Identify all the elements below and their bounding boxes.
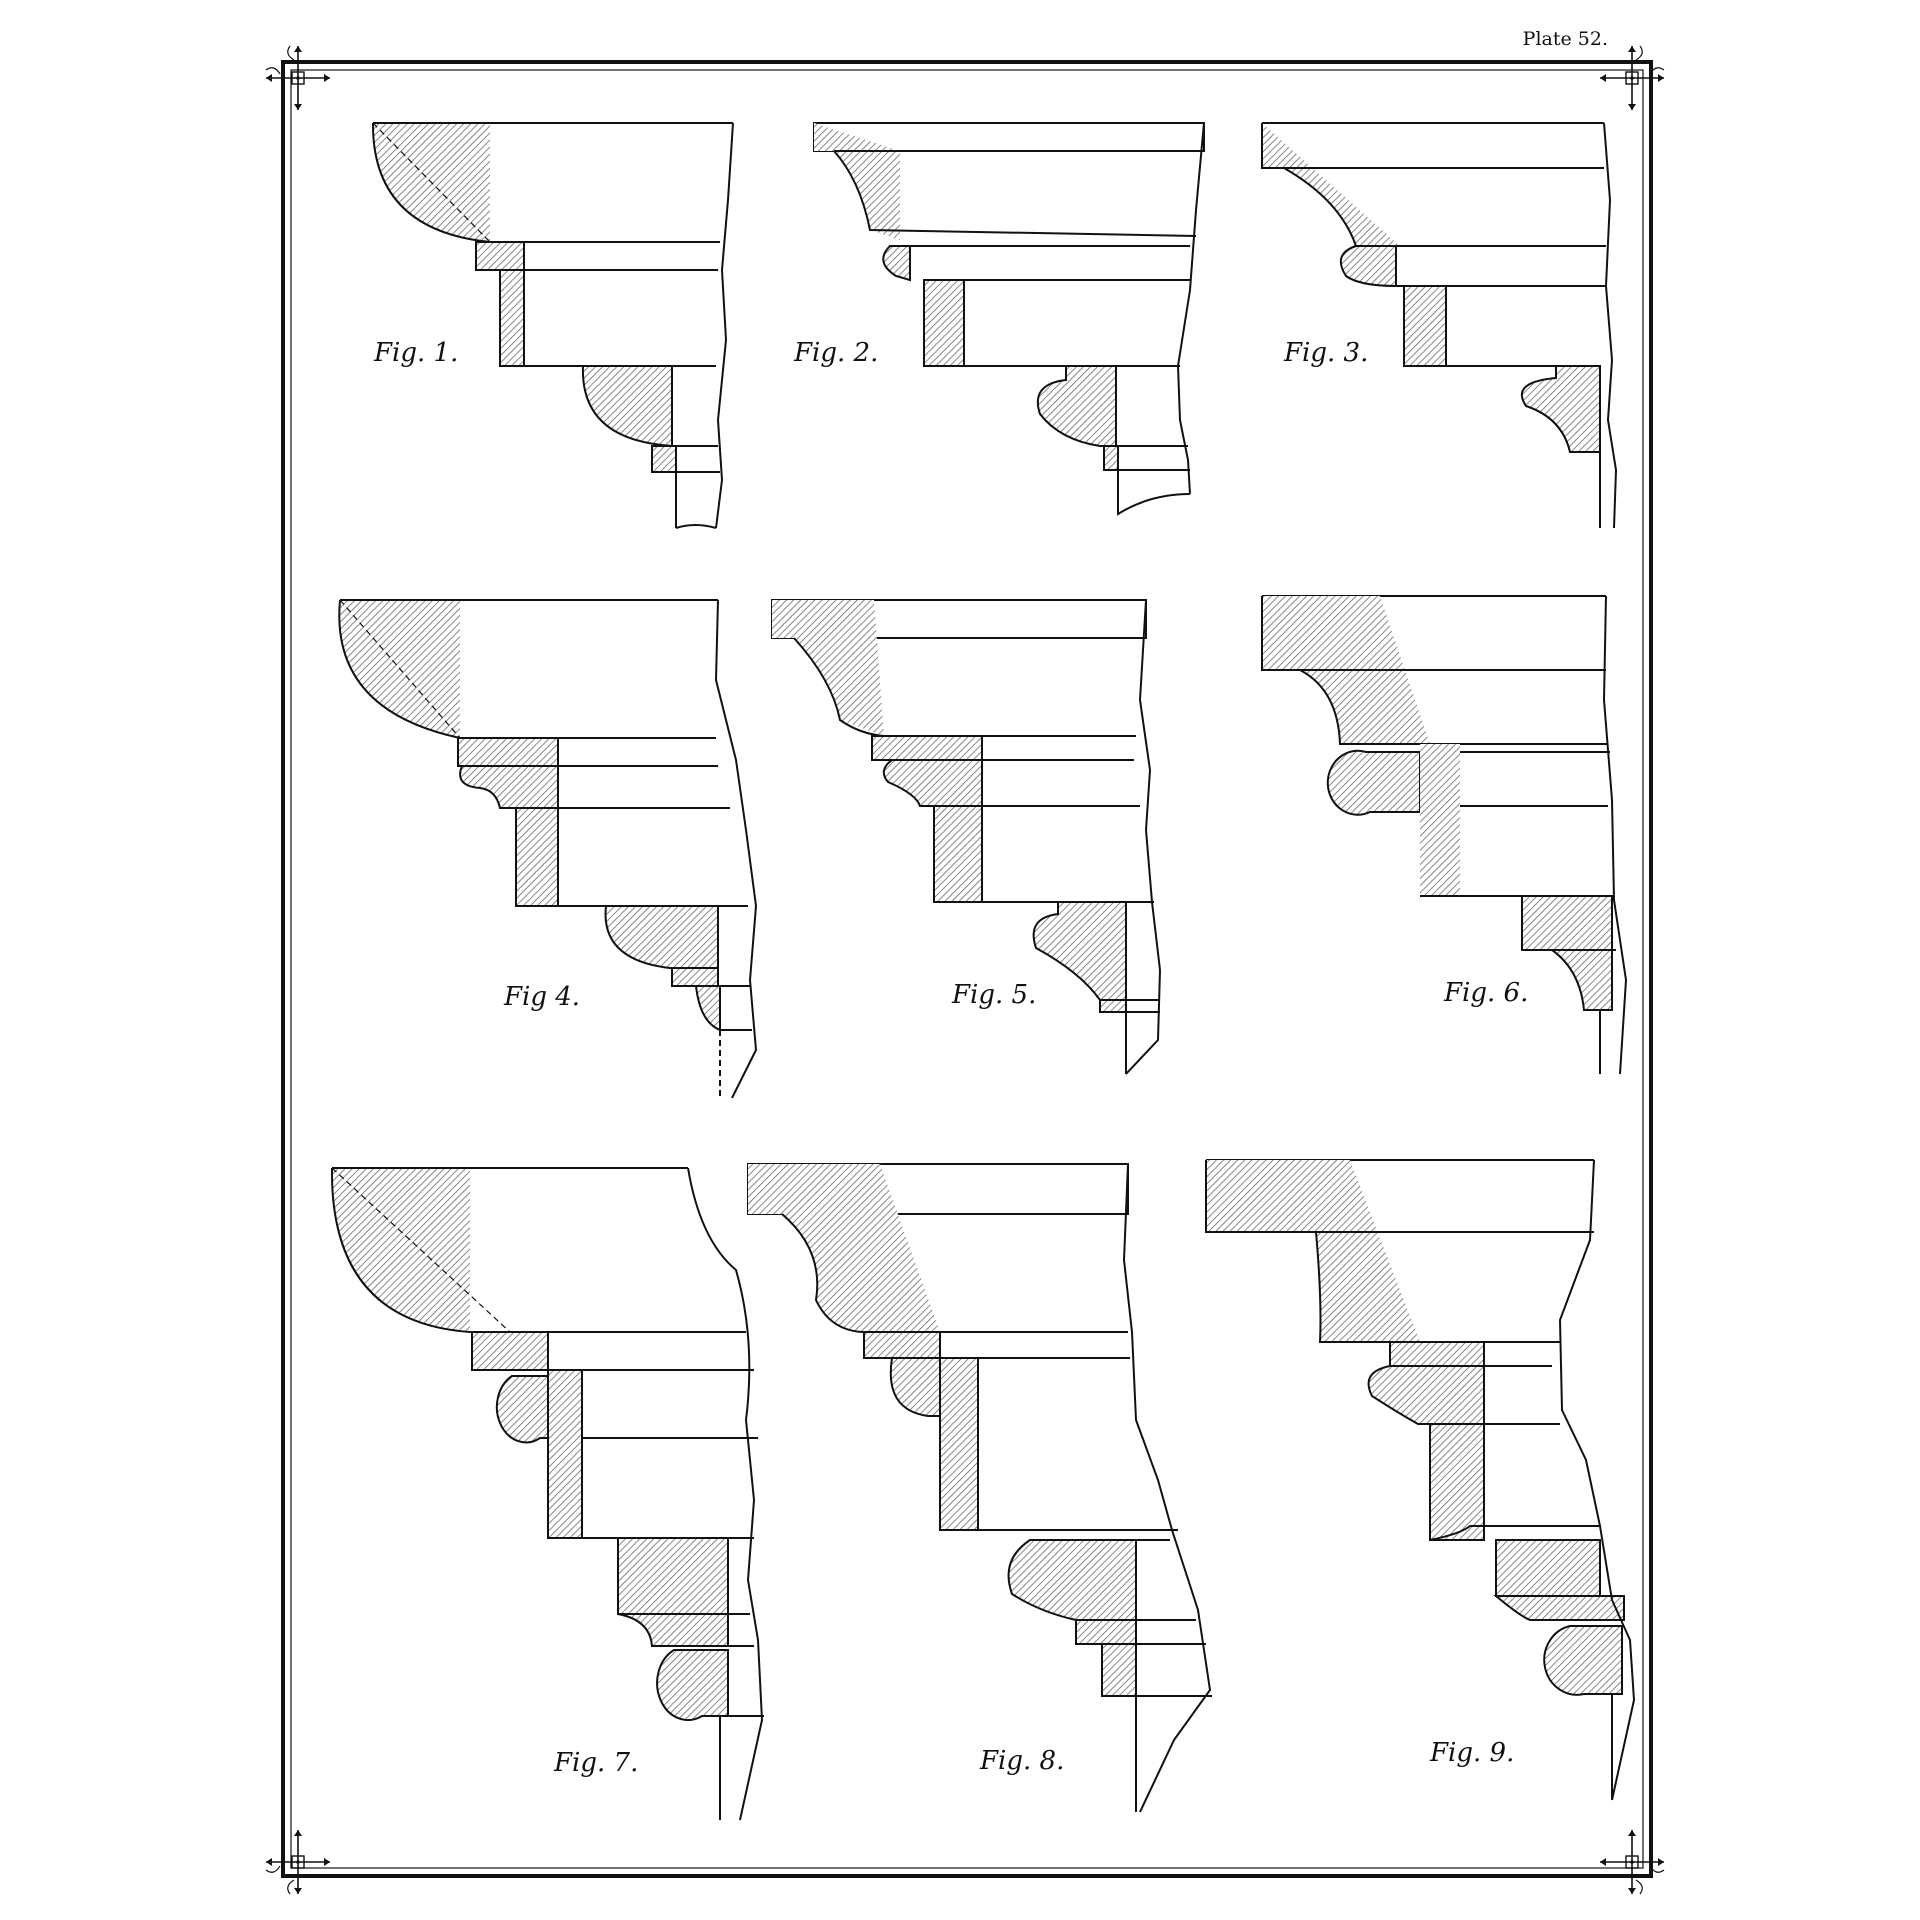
plate-frame	[281, 60, 1653, 1878]
figure-label-3: Fig. 3.	[1284, 338, 1369, 368]
fleur-corner-icon	[1599, 45, 1665, 111]
figure-6-drawing	[1261, 595, 1628, 1075]
figure-2-drawing	[813, 122, 1205, 516]
figure-label-6: Fig. 6.	[1444, 978, 1529, 1008]
figure-8-drawing	[747, 1163, 1212, 1813]
figure-1-drawing	[371, 122, 734, 529]
fleur-corner-icon	[265, 1829, 331, 1895]
figure-4-drawing	[338, 599, 758, 1099]
figure-5-drawing	[771, 599, 1162, 1075]
fleur-corner-icon	[265, 45, 331, 111]
figure-9-drawing	[1205, 1159, 1636, 1801]
figure-3-drawing	[1261, 122, 1618, 529]
plate-title: Plate 52.	[1522, 28, 1608, 50]
fleur-corner-icon	[1599, 1829, 1665, 1895]
figure-label-9: Fig. 9.	[1430, 1738, 1515, 1768]
figure-label-8: Fig. 8.	[980, 1746, 1065, 1776]
figure-label-7: Fig. 7.	[554, 1748, 639, 1778]
figure-label-1: Fig. 1.	[374, 338, 459, 368]
figure-label-4: Fig 4.	[504, 982, 581, 1012]
figure-label-2: Fig. 2.	[794, 338, 879, 368]
figure-7-drawing	[330, 1167, 764, 1821]
figure-label-5: Fig. 5.	[952, 980, 1037, 1010]
